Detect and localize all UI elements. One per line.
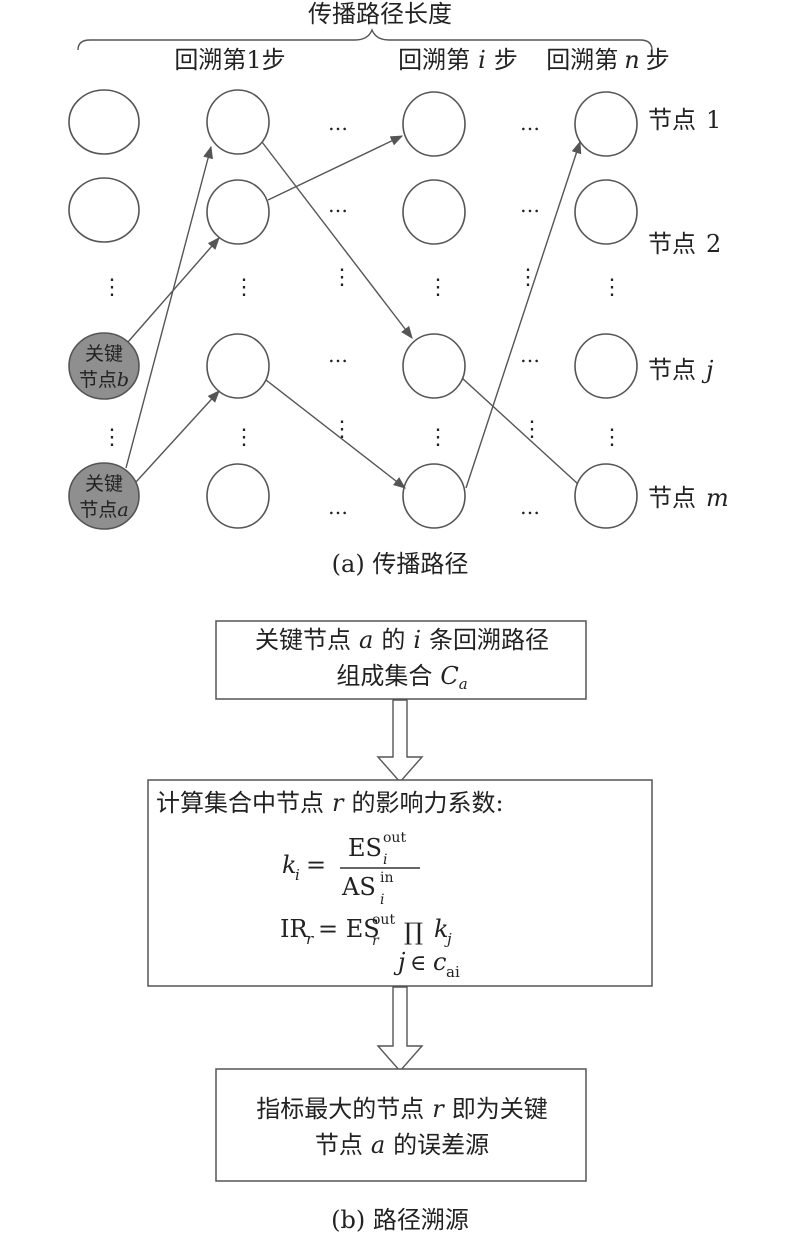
svg-text:=: = [306,851,326,879]
edge-c2rj-to-c3rm [461,377,579,485]
node-c3-rm [574,463,638,529]
key-node-a-line1: 关键 [85,473,123,495]
v-dots: ⋮ [233,275,255,300]
svg-text:k: k [282,851,297,879]
svg-text:ES: ES [348,834,382,862]
node-c2-r1 [402,91,466,157]
v-dots: ⋮ [101,275,123,300]
h-ellipsis: … [520,111,540,135]
formula-ir: IR r = ES out r ∏ k j j ∈ c ai [280,912,460,981]
svg-text:out: out [372,912,395,928]
svg-text:j: j [444,930,452,948]
key-node-a [68,462,140,530]
node-c0-r2 [68,177,140,243]
flow-box-1 [215,620,587,700]
node-c2-rm [402,463,466,529]
v-dots: ⋮ [331,417,353,442]
v-dots: ⋮ [601,425,623,450]
v-dots: ⋮ [233,425,255,450]
svg-text:i: i [383,852,387,868]
node-c2-rj [402,333,466,399]
node-c1-r2 [206,179,270,245]
svg-text:i: i [380,892,384,908]
h-ellipsis: … [520,193,540,217]
h-ellipsis: … [328,193,348,217]
svg-text:= ES: = ES [318,915,380,943]
v-dots: ⋮ [427,275,449,300]
flow-box-3 [215,1068,587,1182]
key-node-b-line1: 关键 [85,343,123,365]
edge-a-to-c1rj [135,390,220,483]
svg-text:IR: IR [280,915,308,943]
formula-k: k i = ES out i AS in i [282,830,420,908]
h-ellipsis: … [520,495,540,519]
h-ellipsis: … [328,343,348,367]
flow-arrow-1 [376,699,424,784]
v-dots: ⋮ [601,275,623,300]
svg-text:k: k [434,915,449,943]
node-c2-r2 [402,179,466,245]
edge-c1rj-to-c2rm [265,379,406,489]
v-dots: ⋮ [101,425,123,450]
h-ellipsis: … [328,495,348,519]
svg-text:i: i [295,866,300,884]
svg-text:ai: ai [446,963,460,981]
node-c0-r1 [68,89,140,155]
edge-a-to-c1r1 [125,145,213,469]
node-c1-rj [206,333,270,399]
svg-text:AS: AS [341,873,376,901]
node-c3-rj [574,333,638,399]
node-c1-rm [206,463,270,529]
v-dots: ⋮ [331,265,353,290]
key-node-a-line2: 节点a [79,499,128,521]
h-ellipsis: … [520,343,540,367]
svg-text:r: r [372,933,380,949]
h-ellipsis: … [328,111,348,135]
node-c1-r1 [206,89,270,155]
v-dots: ⋮ [521,417,543,442]
svg-text:c: c [433,948,446,976]
node-c3-r2 [574,179,638,245]
edge-c1r2-to-c2r1 [267,135,404,201]
key-node-b [68,332,140,400]
caption-b: (b) 路径溯源 [331,1206,469,1234]
svg-text:∏: ∏ [404,918,423,946]
flow-arrow-2 [376,986,424,1073]
svg-text:out: out [383,830,406,846]
edge-c2rm-to-c3r1 [465,140,582,489]
step-1-label: 回溯第1步 [174,46,285,74]
key-node-b-line2: 节点b [79,369,129,391]
node-c3-r1 [574,91,638,157]
edge-c1r1-to-c2rj [261,141,413,340]
caption-a: (a) 传播路径 [332,550,469,578]
svg-text:r: r [306,930,314,948]
svg-text:in: in [380,870,394,886]
path-length-brace [77,28,653,51]
v-dots: ⋮ [427,425,449,450]
flow-box-2 [147,779,653,987]
path-length-label: 传播路径长度 [308,0,452,28]
svg-text:∈: ∈ [410,951,426,976]
